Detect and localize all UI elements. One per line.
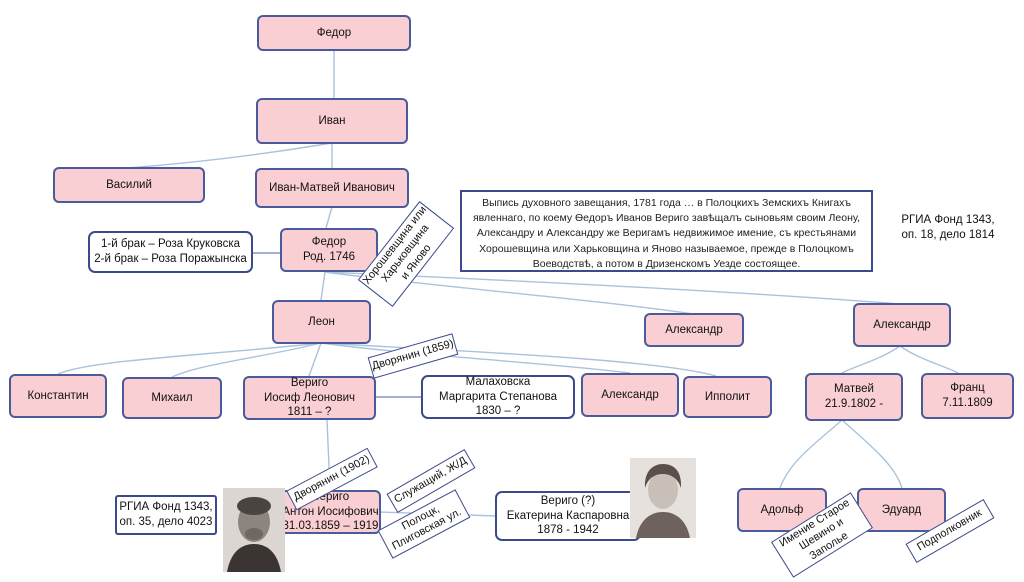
node-ivan-matvei: Иван-Матвей Иванович	[255, 168, 409, 208]
archive-reference-bottom: РГИА Фонд 1343, оп. 35, дело 4023	[115, 495, 217, 535]
node-leon: Леон	[272, 300, 371, 344]
node-konstantin: Константин	[9, 374, 107, 418]
node-malakhovska: Малаховска Маргарита Степанова 1830 – ?	[421, 375, 575, 419]
node-franz: Франц 7.11.1809	[921, 373, 1014, 419]
node-mikhail: Михаил	[122, 377, 222, 419]
node-verigo-ekaterina: Вериго (?) Екатерина Каспаровна 1878 - 1…	[495, 491, 641, 541]
node-ippolit: Ипполит	[683, 376, 772, 418]
node-fedor-top: Федор	[257, 15, 411, 51]
node-alexandr-mid: Александр	[644, 313, 744, 347]
node-matvei: Матвей 21.9.1802 -	[805, 373, 903, 421]
testament-note: Выпись духовного завещания, 1781 года … …	[460, 190, 873, 272]
portrait-man-icon	[223, 488, 285, 572]
portrait-anton-photo	[223, 488, 285, 572]
node-fedor-1746: Федор Род. 1746	[280, 228, 378, 272]
marriages-box: 1-й брак – Роза Круковска 2-й брак – Роз…	[88, 231, 253, 273]
node-eduard: Эдуард	[857, 488, 946, 532]
archive-reference-top: РГИА Фонд 1343, оп. 18, дело 1814	[901, 214, 995, 241]
portrait-woman-icon	[630, 458, 696, 538]
node-verigo-iosif: Вериго Иосиф Леонович 1811 – ?	[243, 376, 376, 420]
node-alexandr-right: Александр	[853, 303, 951, 347]
node-vasily: Василий	[53, 167, 205, 203]
node-ivan: Иван	[256, 98, 408, 144]
portrait-ekaterina-photo	[630, 458, 696, 538]
node-alexandr-low: Александр	[581, 373, 679, 417]
